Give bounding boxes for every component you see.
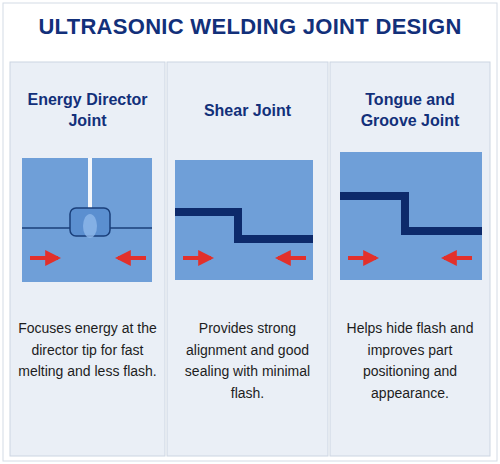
joint-panel: Energy Director JointFocuses energy at t…	[10, 62, 165, 456]
joint-heading: Shear Joint	[173, 80, 322, 142]
joint-description: Provides strong alignment and good seali…	[175, 318, 320, 405]
joint-description: Focuses energy at the director tip for f…	[18, 318, 157, 383]
panel-ground	[167, 62, 328, 456]
shear-joint-figure	[175, 160, 313, 280]
outer-frame	[3, 3, 497, 461]
panel-ground	[10, 62, 165, 456]
tongue-groove-figure	[340, 152, 482, 280]
diagram-title: ULTRASONIC WELDING JOINT DESIGN	[0, 14, 500, 40]
joint-panel: Tongue and Groove JointHelps hide flash …	[330, 62, 490, 456]
force-arrow	[30, 256, 472, 260]
energy-director-figure	[22, 158, 152, 282]
joint-description: Helps hide flash and improves part posit…	[338, 318, 482, 405]
joint-heading: Tongue and Groove Joint	[336, 80, 484, 142]
joint-panel: Shear JointProvides strong alignment and…	[167, 62, 328, 456]
joint-heading: Energy Director Joint	[16, 80, 159, 142]
panel-ground	[330, 62, 490, 456]
